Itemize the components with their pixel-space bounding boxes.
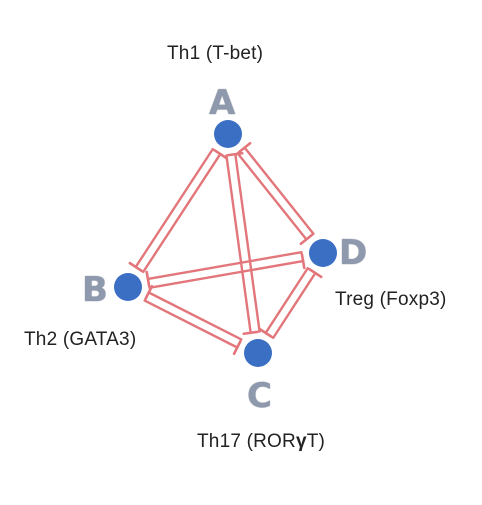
edge-c-d-inhibits-d	[272, 267, 323, 340]
edge-a-b-inhibits-a-line	[142, 152, 222, 274]
edge-a-c-inhibits-a	[227, 151, 261, 333]
edge-a-c-inhibits-a-line	[234, 152, 261, 333]
edge-b-c-inhibits-b	[144, 284, 243, 341]
edge-a-c-inhibits-c-bar	[242, 330, 259, 336]
node-label-c-prefix: Th17 (ROR	[197, 431, 296, 452]
edge-b-d-inhibits-b-bar	[145, 270, 151, 288]
edge-b-d-inhibits-b	[145, 250, 303, 288]
edges-layer	[128, 141, 323, 356]
edge-a-c-inhibits-c	[225, 154, 259, 336]
node-label-b: Th2 (GATA3)	[24, 329, 137, 350]
node-c-circle	[244, 339, 272, 367]
edge-b-c-inhibits-c-line	[143, 299, 239, 349]
node-d-circle	[309, 239, 337, 267]
node-label-c: Th17 (RORγT)	[197, 431, 325, 453]
edge-a-d-inhibits-a-line	[243, 146, 315, 235]
node-letter-d: D	[339, 233, 368, 273]
node-label-c-suffix: T)	[306, 431, 326, 452]
node-label-d: Treg (Foxp3)	[335, 289, 447, 310]
node-a-circle	[214, 120, 242, 148]
node-b-circle	[114, 273, 142, 301]
edge-c-d-inhibits-c-line	[264, 266, 309, 335]
edge-a-b-inhibits-b	[128, 147, 214, 273]
edge-b-d-inhibits-d-line	[148, 259, 305, 290]
edge-a-d-inhibits-a-bar	[237, 141, 252, 154]
nodes-layer	[114, 120, 337, 367]
edge-c-d-inhibits-c	[258, 266, 309, 339]
edge-a-c-inhibits-c-line	[225, 154, 252, 335]
edge-c-d-inhibits-c-bar	[258, 327, 273, 339]
edge-b-c-inhibits-b-line	[147, 291, 243, 341]
edge-a-b-inhibits-b-bar	[128, 261, 143, 273]
edge-a-d-inhibits-d-bar	[299, 233, 314, 246]
node-label-a: Th1 (T-bet)	[167, 43, 264, 64]
edge-b-d-inhibits-b-line	[146, 250, 303, 281]
edge-c-d-inhibits-d-line	[272, 271, 317, 340]
edge-a-d-inhibits-a	[237, 141, 315, 235]
edge-b-c-inhibits-c	[143, 299, 242, 356]
node-letter-b: B	[82, 270, 108, 310]
edge-a-c-inhibits-a-bar	[227, 151, 244, 157]
edge-b-d-inhibits-d	[148, 252, 306, 290]
edge-a-b-inhibits-b-line	[134, 147, 214, 269]
node-letter-c: C	[247, 376, 272, 416]
node-label-c-gamma: γ	[295, 431, 307, 452]
edge-b-c-inhibits-c-bar	[232, 339, 242, 356]
edge-a-d-inhibits-d	[236, 152, 314, 246]
edge-b-d-inhibits-d-bar	[300, 252, 306, 270]
edge-a-b-inhibits-a	[142, 148, 228, 274]
edge-c-d-inhibits-d-bar	[308, 267, 323, 279]
edge-a-d-inhibits-d-line	[236, 152, 308, 241]
edge-a-b-inhibits-a-bar	[213, 148, 228, 160]
node-letter-a: A	[209, 83, 236, 123]
